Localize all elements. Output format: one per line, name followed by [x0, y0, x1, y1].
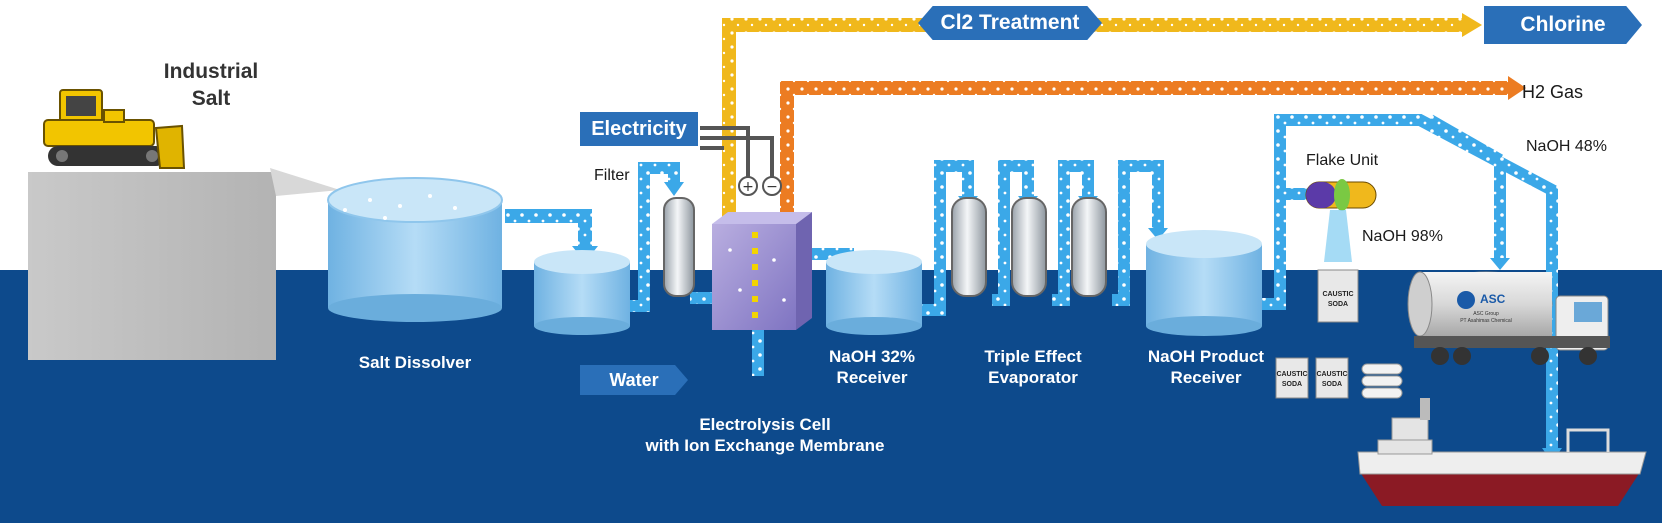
- flake-unit-drum: [1305, 179, 1377, 262]
- svg-text:SODA: SODA: [1322, 381, 1342, 388]
- naoh48-label: NaOH 48%: [1526, 138, 1607, 155]
- svg-text:ASC: ASC: [1480, 292, 1506, 306]
- electricity-tag: Electricity: [580, 112, 698, 146]
- svg-text:CAUSTIC: CAUSTIC: [1322, 291, 1353, 298]
- salt-storage-block: [28, 168, 340, 360]
- flake-unit-label: Flake Unit: [1306, 152, 1379, 169]
- chlorine-tag: Chlorine: [1484, 6, 1642, 44]
- electricity-wires: [700, 126, 774, 185]
- triple-effect-evaporator-label: Triple Effect Evaporator: [984, 347, 1082, 387]
- evaporator-cylinders: [951, 197, 1107, 297]
- svg-text:SODA: SODA: [1282, 381, 1302, 388]
- h2-gas-label: H2 Gas: [1522, 82, 1584, 102]
- water-pipe: [752, 320, 764, 376]
- naoh98-label: NaOH 98%: [1362, 228, 1443, 245]
- svg-text:−: −: [766, 179, 778, 195]
- svg-text:ASC Group: ASC Group: [1473, 311, 1499, 317]
- naoh32-receiver-label: NaOH 32% Receiver: [829, 347, 915, 387]
- naoh-product-receiver-label: NaOH Product Receiver: [1147, 347, 1265, 387]
- salt-dissolver-tank: [327, 177, 503, 322]
- filter-unit: [663, 197, 695, 297]
- caustic-soda-bags: CAUSTIC SODA CAUSTIC SODA CAUSTIC SODA: [1275, 269, 1403, 399]
- naoh32-receiver-tank: [826, 250, 922, 335]
- h2-pipe: [780, 76, 1526, 224]
- svg-text:+: +: [742, 179, 754, 195]
- brine-pipe-3: [690, 292, 714, 304]
- ship-icon: [1357, 398, 1647, 506]
- svg-text:CAUSTIC: CAUSTIC: [1316, 371, 1347, 378]
- electrolysis-cell-label: Electrolysis Cell with Ion Exchange Memb…: [645, 415, 885, 455]
- electrolysis-cell: + −: [712, 176, 812, 330]
- brine-pipe-2: [628, 162, 684, 312]
- tanker-truck-icon: ASC ASC Group PT Asahimas Chemical: [1407, 271, 1610, 365]
- brine-tank: [534, 250, 630, 335]
- cl2-treatment-tag: Cl2 Treatment: [918, 6, 1102, 40]
- salt-dissolver-label: Salt Dissolver: [358, 353, 472, 372]
- water-tag: Water: [580, 365, 688, 395]
- bulldozer-icon: [43, 89, 186, 169]
- svg-text:CAUSTIC: CAUSTIC: [1276, 371, 1307, 378]
- svg-text:PT Asahimas Chemical: PT Asahimas Chemical: [1460, 318, 1512, 324]
- svg-text:SODA: SODA: [1328, 301, 1348, 308]
- industrial-salt-label: Industrial Salt: [163, 60, 259, 110]
- naoh-product-receiver-tank: [1146, 230, 1262, 336]
- filter-label: Filter: [594, 167, 630, 184]
